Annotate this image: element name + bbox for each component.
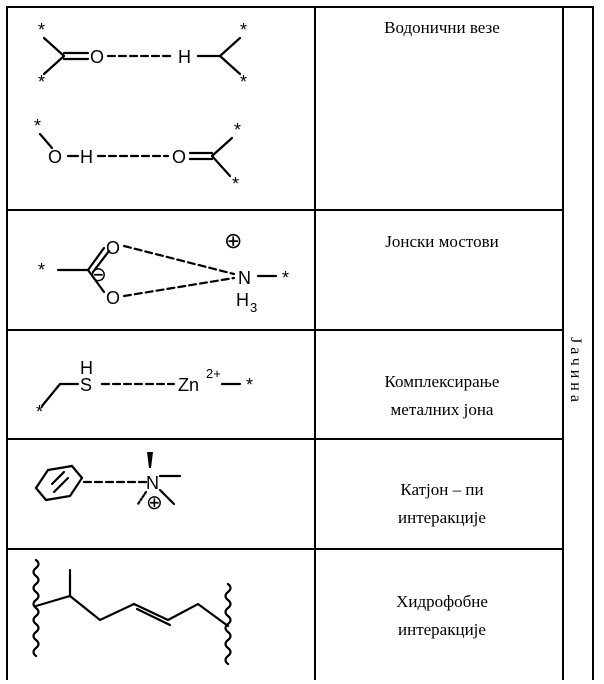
row-separator-1 bbox=[6, 209, 564, 211]
metal-complexation-label: Комплексирање металних јона bbox=[384, 372, 500, 419]
hydrophobic-structure bbox=[32, 558, 232, 666]
ionic-bridges-label: Јонски мостови bbox=[385, 232, 499, 251]
star-label: * bbox=[38, 20, 45, 40]
row-label-cation-pi: Катјон – пи интеракције bbox=[324, 448, 560, 532]
metal-complex-structure bbox=[40, 382, 242, 408]
row-separator-4 bbox=[6, 548, 564, 550]
cation-pi-structure bbox=[34, 464, 182, 506]
hbond-structure-2 bbox=[38, 132, 234, 178]
oxygen-label: O bbox=[172, 147, 186, 167]
star-label: * bbox=[38, 72, 45, 92]
table-border-left bbox=[6, 6, 8, 680]
row-label-metal-complexation: Комплексирање металних јона bbox=[324, 340, 560, 424]
h3-label: H bbox=[236, 290, 249, 310]
hydrogen-label: H bbox=[80, 358, 93, 378]
minus-charge: ⊖ bbox=[90, 264, 107, 286]
strength-side-label: Јачина bbox=[562, 206, 588, 536]
ionic-bridge-structure bbox=[56, 244, 278, 298]
star-label: * bbox=[246, 375, 253, 395]
interaction-table bbox=[6, 6, 594, 680]
oxygen-label: O bbox=[48, 147, 62, 167]
row-separator-3 bbox=[6, 438, 564, 440]
oxygen-label: O bbox=[106, 238, 120, 258]
star-label: * bbox=[34, 116, 41, 136]
hbond-structure-1 bbox=[42, 36, 242, 76]
plus-charge: ⊕ bbox=[146, 492, 163, 514]
row-label-hydrogen-bonds: Водонични везе bbox=[324, 14, 560, 42]
hydrogen-label: H bbox=[178, 47, 191, 67]
star-label: * bbox=[240, 72, 247, 92]
subscript-3: 3 bbox=[250, 300, 257, 315]
star-label: * bbox=[232, 174, 239, 194]
sulfur-label: S bbox=[80, 375, 92, 395]
oxygen-label: O bbox=[106, 288, 120, 308]
nitrogen-label: N bbox=[238, 268, 251, 288]
column-separator-2 bbox=[562, 6, 564, 680]
strength-label: Јачина bbox=[567, 336, 584, 406]
row-label-hydrophobic: Хидрофобне интеракције bbox=[324, 560, 560, 644]
hydrogen-label: H bbox=[80, 147, 93, 167]
column-separator-1 bbox=[314, 6, 316, 680]
row-label-ionic-bridges: Јонски мостови bbox=[324, 228, 560, 256]
zinc-charge: 2+ bbox=[206, 366, 221, 381]
hydrophobic-label: Хидрофобне интеракције bbox=[396, 592, 488, 639]
nitrogen-label: N bbox=[146, 473, 159, 493]
table-border-right bbox=[592, 6, 594, 680]
row-separator-2 bbox=[6, 329, 564, 331]
star-label: * bbox=[234, 120, 241, 140]
table-border-top bbox=[6, 6, 594, 8]
plus-charge: ⊕ bbox=[224, 228, 242, 253]
star-label: * bbox=[240, 20, 247, 40]
cation-pi-label: Катјон – пи интеракције bbox=[398, 480, 486, 527]
star-label: * bbox=[36, 402, 43, 422]
oxygen-label: O bbox=[90, 47, 104, 67]
zinc-label: Zn bbox=[178, 375, 199, 395]
hydrogen-bonds-label: Водонични везе bbox=[384, 18, 500, 37]
star-label: * bbox=[38, 260, 45, 280]
star-label: * bbox=[282, 268, 289, 288]
